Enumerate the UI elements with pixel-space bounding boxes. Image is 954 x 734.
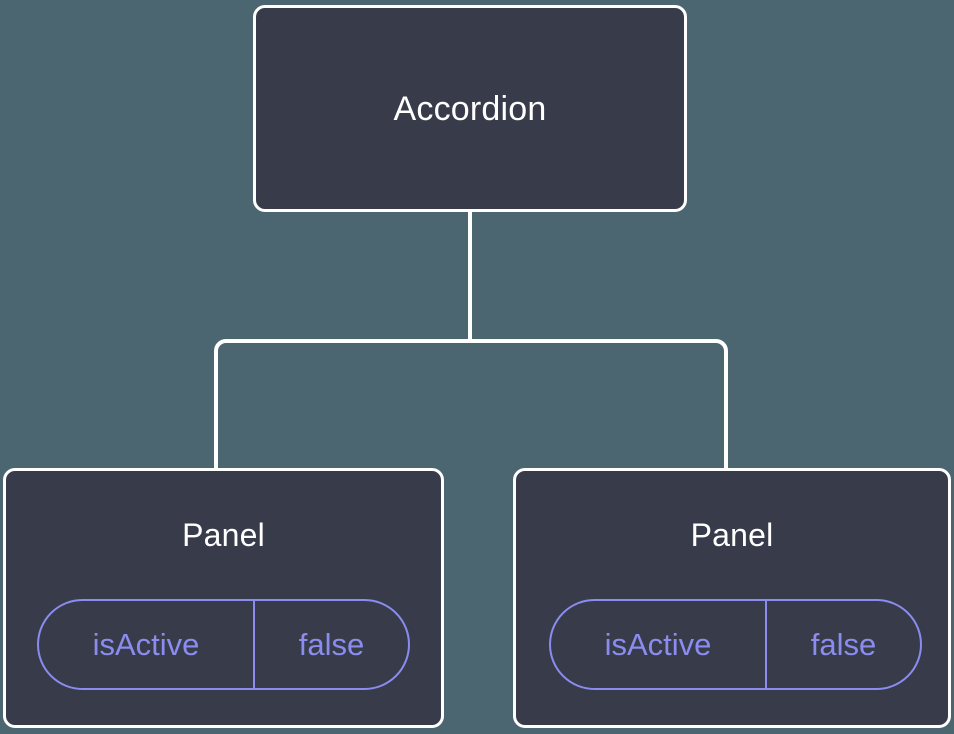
edge-bus-to-panel-1	[470, 339, 728, 471]
prop-divider	[765, 601, 767, 688]
prop-badge-isactive[interactable]: isActive false	[37, 599, 410, 690]
node-panel-0[interactable]: Panel isActive false	[3, 468, 444, 728]
node-panel-1[interactable]: Panel isActive false	[513, 468, 951, 728]
prop-badge-isactive[interactable]: isActive false	[549, 599, 922, 690]
node-title: Panel	[690, 517, 774, 553]
prop-divider	[253, 601, 255, 688]
prop-key: isActive	[604, 627, 712, 662]
prop-value: false	[810, 627, 877, 662]
node-title: Accordion	[393, 89, 547, 128]
prop-value: false	[298, 627, 365, 662]
edge-bus-to-panel-0	[214, 339, 470, 471]
node-title: Panel	[182, 517, 265, 553]
prop-key: isActive	[92, 627, 200, 662]
node-accordion[interactable]: Accordion	[253, 5, 687, 212]
